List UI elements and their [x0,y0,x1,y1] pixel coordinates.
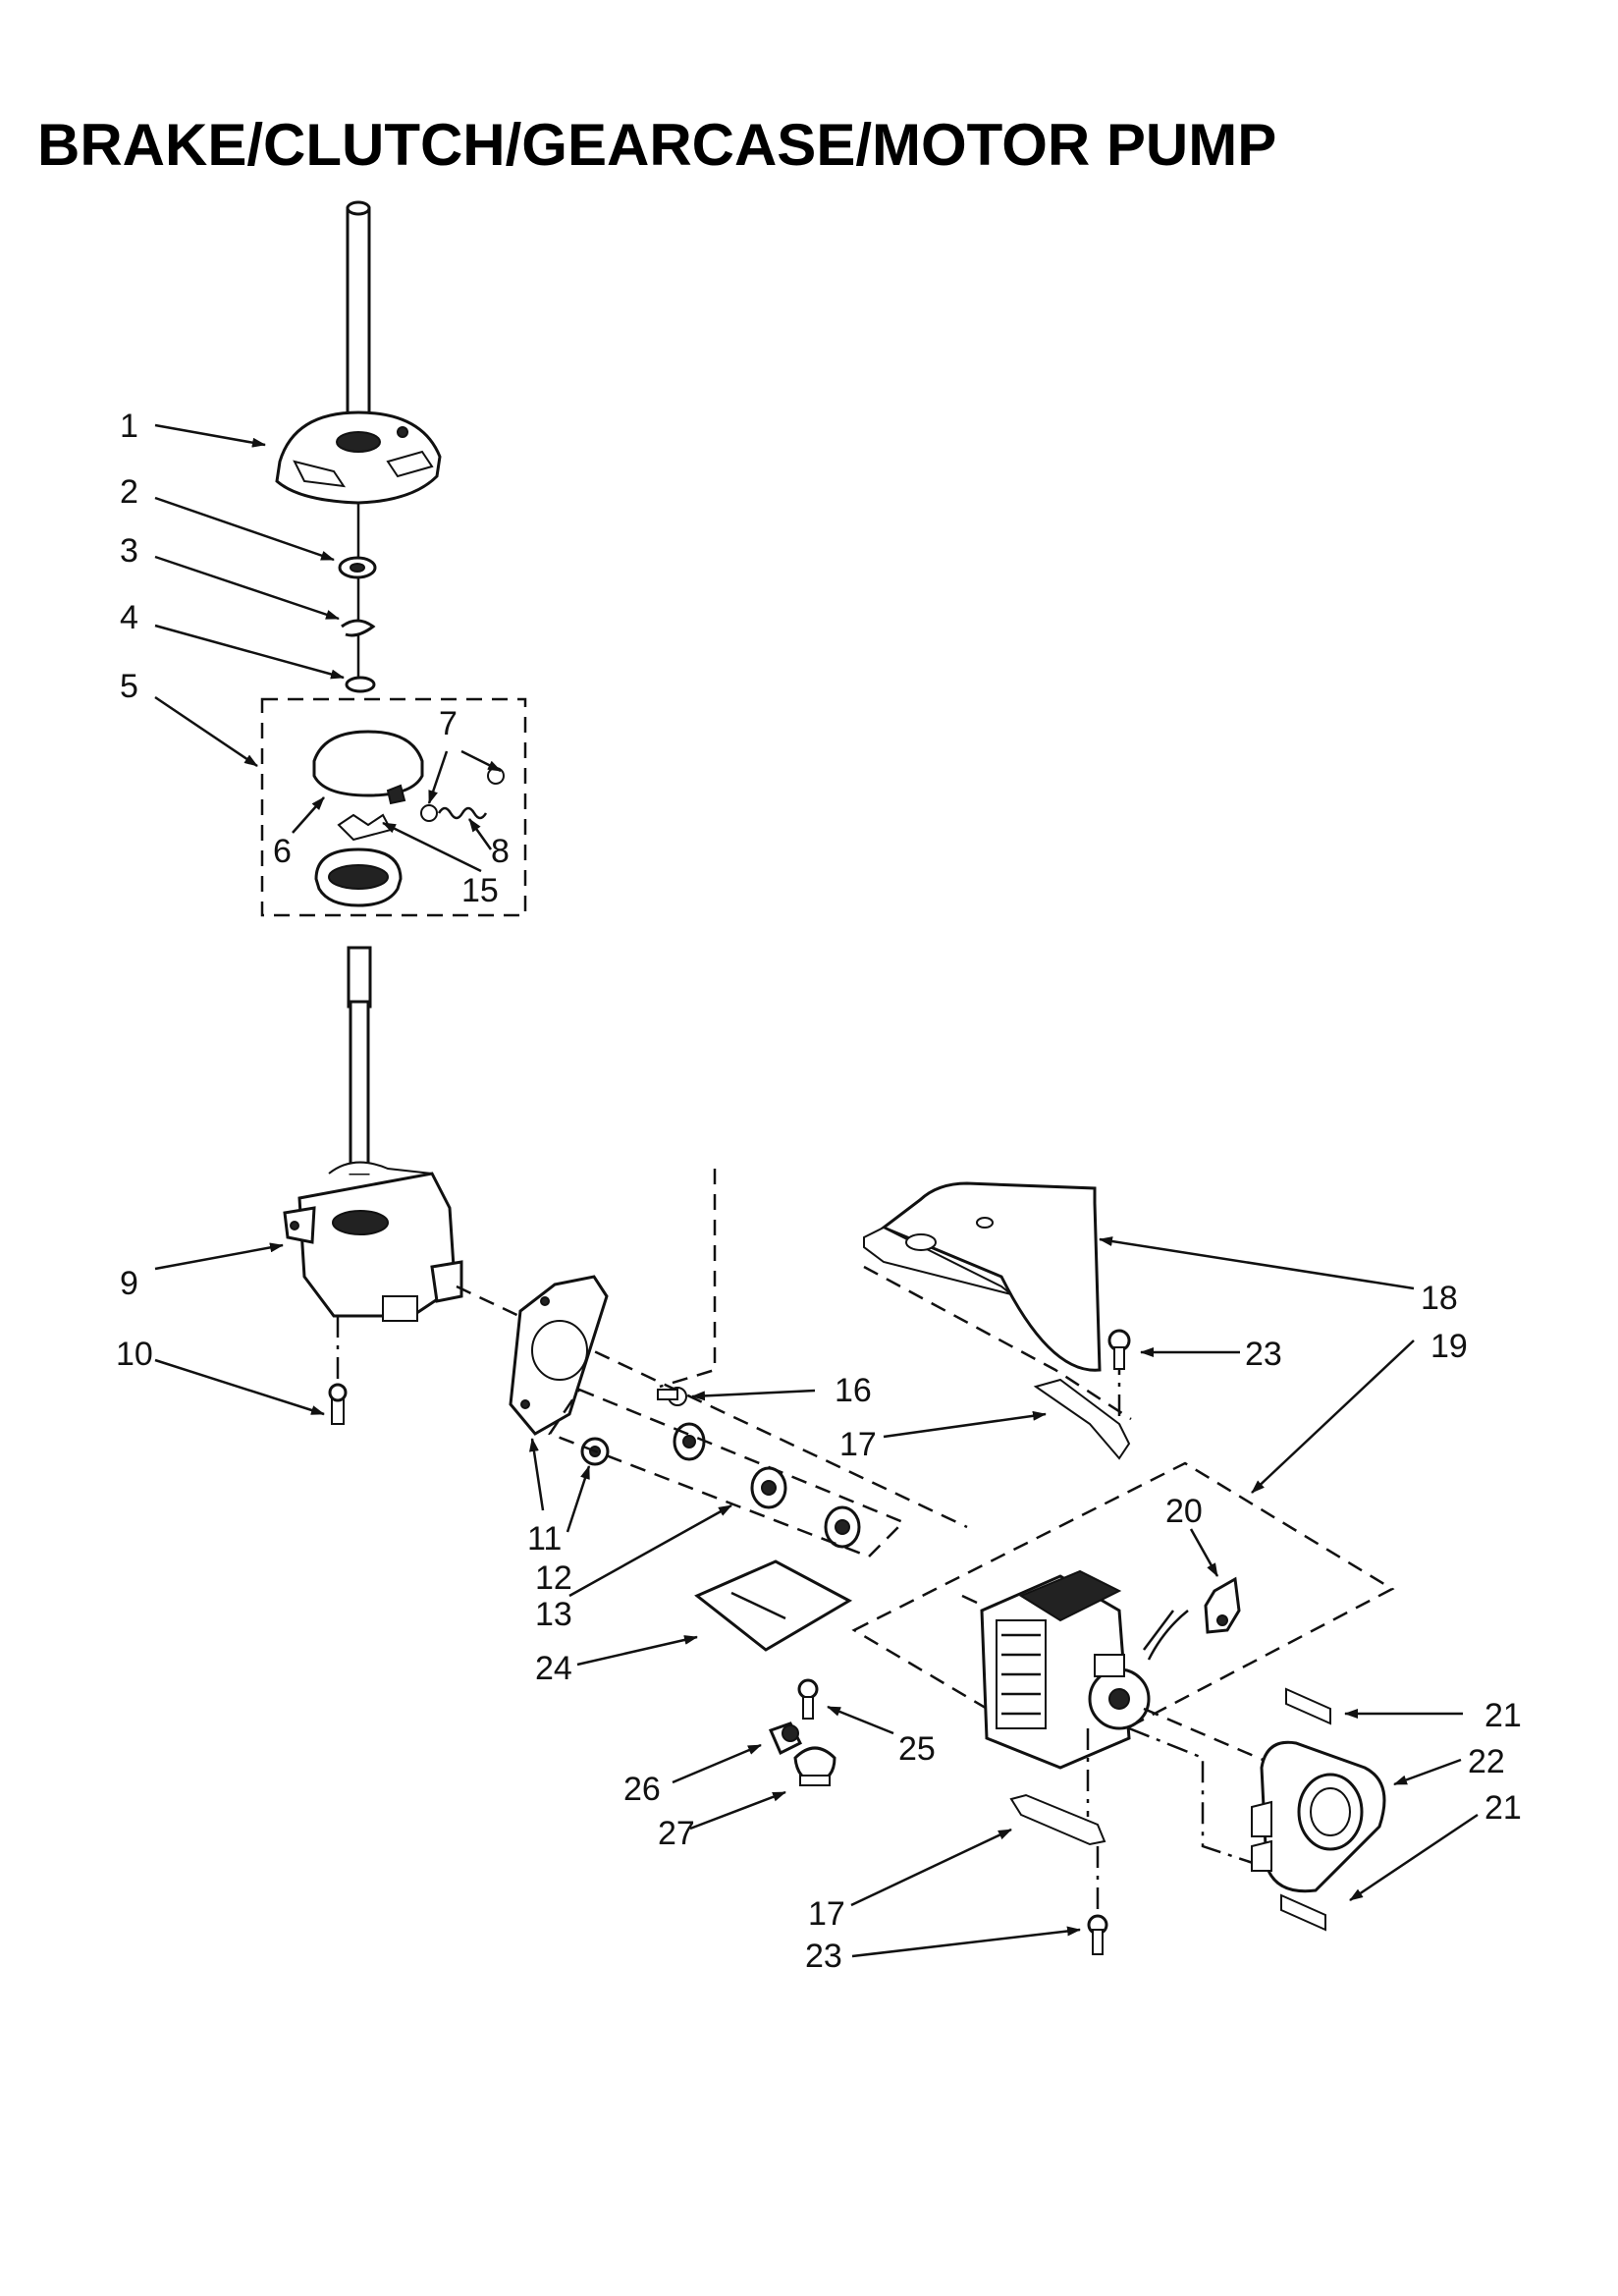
leader-lines [154,423,1479,1958]
motor-mount-plate-part-18 [863,1181,1102,1372]
washer-part-2 [338,556,377,579]
screw-part-10 [328,1383,348,1425]
callout-21-top: 21 [1484,1697,1522,1734]
brake-spring-part-8 [420,767,505,822]
screw-part-23-top [1107,1329,1131,1370]
coupling-plate-part-11 [509,1275,609,1436]
callout-8: 8 [491,833,510,870]
callout-15: 15 [461,872,499,909]
callout-26: 26 [623,1771,661,1808]
screw-part-25 [797,1678,819,1720]
callout-23-top: 23 [1245,1336,1282,1373]
screw-part-23-bottom [1087,1914,1108,1955]
callout-5: 5 [120,668,138,705]
gearcase [283,1161,463,1322]
coupler-part-13b [750,1466,787,1509]
callout-23-bottom: 23 [805,1938,842,1975]
callout-25: 25 [898,1730,936,1768]
clamp-part-17-bottom [1009,1793,1106,1846]
callout-27: 27 [658,1815,695,1852]
retaining-ring-part-3 [341,619,376,637]
callout-4: 4 [120,599,138,636]
clutch-hub [314,847,403,907]
clip-part-21-top [1285,1687,1331,1725]
callout-2: 2 [120,473,138,511]
callout-9: 9 [120,1265,138,1302]
drive-shaft-lower [347,946,372,1175]
callout-13: 13 [535,1596,572,1633]
callout-1: 1 [120,408,138,445]
callout-3: 3 [120,532,138,570]
callout-6: 6 [273,833,292,870]
callout-numbers: 1 2 3 4 5 6 7 8 15 9 10 11 12 13 24 16 1… [116,408,1522,1975]
clip-part-21-bottom [1280,1893,1326,1932]
motor [980,1569,1189,1770]
callout-16: 16 [835,1372,872,1409]
drive-shaft-upper [346,200,371,687]
callout-21-bottom: 21 [1484,1789,1522,1827]
callout-19: 19 [1430,1328,1468,1365]
clamp-part-17-top [1033,1378,1131,1460]
brake-cam-assembly [275,410,442,505]
screw-part-16 [657,1387,687,1406]
bushing-part-26 [768,1722,803,1756]
switch-part-20 [1204,1576,1241,1634]
callout-17-bottom: 17 [808,1895,845,1933]
clamp-part-27 [793,1746,836,1786]
callout-12: 12 [535,1559,572,1597]
coupler-part-13c [824,1505,861,1549]
page-title: BRAKE/CLUTCH/GEARCASE/MOTOR PUMP [37,112,1277,178]
callout-20: 20 [1165,1493,1203,1530]
callout-24: 24 [535,1650,572,1687]
brake-band-part-6 [312,730,424,805]
callout-10: 10 [116,1336,153,1373]
callout-7: 7 [439,705,458,742]
shield-part-24 [694,1559,853,1652]
callout-11: 11 [527,1520,562,1558]
brake-clutch-assembly-box [260,697,527,917]
callout-17-top: 17 [839,1426,877,1463]
callout-22: 22 [1468,1743,1505,1780]
callout-18: 18 [1421,1280,1458,1317]
retainer-part-15 [337,813,393,842]
clip-part-4 [345,676,376,693]
pump-part-22 [1251,1740,1386,1893]
